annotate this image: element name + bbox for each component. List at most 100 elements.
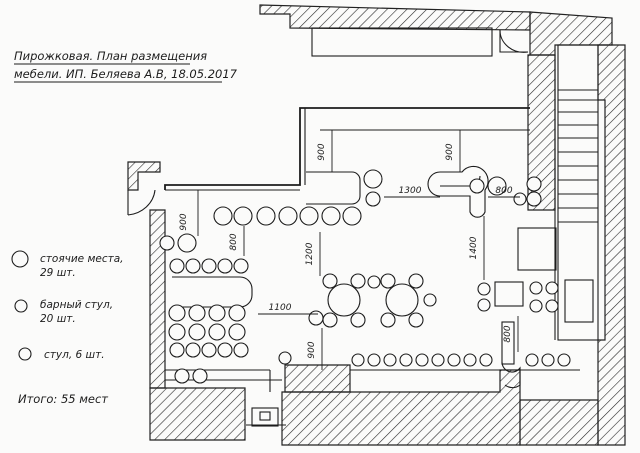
- seat: [322, 273, 338, 289]
- left-bar-island: [172, 276, 253, 308]
- legend-standing-line-1: стоячие места,: [40, 253, 124, 265]
- seat: [350, 312, 366, 328]
- seat: [201, 342, 217, 358]
- top-right-door: [499, 30, 528, 53]
- total-seats: Итого: 55 мест: [18, 392, 108, 406]
- seat: [299, 206, 319, 226]
- seat: [185, 342, 201, 358]
- dim-1100: 1100: [269, 303, 292, 313]
- seat: [383, 353, 397, 367]
- dim-800-left: 800: [229, 233, 239, 250]
- title-line-1: Пирожковая. План размещения: [14, 49, 207, 63]
- legend: стоячие места, 29 шт. барный стул, 20 шт…: [11, 250, 124, 406]
- seat: [447, 353, 461, 367]
- seat: [233, 342, 249, 358]
- seat: [174, 368, 190, 384]
- wall-far-right: [597, 44, 626, 446]
- left-door: [127, 189, 156, 216]
- seat: [192, 368, 208, 384]
- dim-900-top: 900: [317, 143, 327, 160]
- seat: [477, 298, 491, 312]
- table-circle: [385, 283, 419, 317]
- seat: [217, 342, 233, 358]
- seat: [169, 258, 185, 274]
- seat: [399, 353, 413, 367]
- wall-top: [259, 4, 531, 31]
- interior-outline: [164, 107, 530, 190]
- top-bar-counter: [306, 171, 361, 205]
- seat: [208, 323, 226, 341]
- seat: [526, 191, 542, 207]
- title-line-2: мебели. ИП. Беляева А.В, 18.05.2017: [14, 67, 238, 81]
- legend-standing-line-2: 29 шт.: [40, 267, 76, 279]
- seat: [168, 304, 186, 322]
- plan-title: Пирожковая. План размещения мебели. ИП. …: [14, 49, 238, 83]
- seat: [367, 353, 381, 367]
- dim-900-left: 900: [179, 213, 189, 230]
- dim-800-bottom-right: 800: [503, 325, 513, 342]
- dim-1200: 1200: [305, 242, 315, 265]
- seat: [380, 273, 396, 289]
- seat: [526, 176, 542, 192]
- seat: [228, 323, 246, 341]
- seat: [415, 353, 429, 367]
- legend-bar-stool-line-1: барный стул,: [40, 299, 113, 311]
- standing-place-circle-icon: [11, 250, 29, 268]
- seat: [278, 351, 292, 365]
- wall-bottom-right: [519, 399, 599, 446]
- seat: [408, 312, 424, 328]
- seat: [463, 353, 477, 367]
- wall-bottom-left: [149, 387, 246, 441]
- seat: [529, 299, 543, 313]
- interior-lines: [127, 27, 580, 427]
- dim-1300: 1300: [399, 186, 422, 196]
- seat: [363, 169, 383, 189]
- seat: [525, 353, 539, 367]
- seat: [545, 281, 559, 295]
- seat: [188, 304, 206, 322]
- seat: [228, 304, 246, 322]
- table-circle: [327, 283, 361, 317]
- seat: [322, 312, 338, 328]
- wall-left: [149, 209, 166, 389]
- seat: [188, 323, 206, 341]
- seat: [529, 281, 543, 295]
- seat: [365, 191, 381, 207]
- seat: [431, 353, 445, 367]
- legend-chair-line-1: стул, 6 шт.: [44, 349, 105, 361]
- seats: [159, 169, 571, 384]
- dim-1400: 1400: [469, 236, 479, 259]
- seat: [233, 258, 249, 274]
- dim-900-top-right: 900: [445, 143, 455, 160]
- bar-stool-circle-icon: [14, 299, 28, 313]
- seat: [342, 206, 362, 226]
- seat: [213, 206, 233, 226]
- seat: [487, 176, 507, 196]
- seat: [169, 342, 185, 358]
- seat: [479, 353, 493, 367]
- seat: [557, 353, 571, 367]
- seat: [168, 323, 186, 341]
- seat: [308, 310, 324, 326]
- seat: [469, 178, 485, 194]
- bottom-box: [251, 407, 279, 427]
- seat: [408, 273, 424, 289]
- seat: [423, 293, 437, 307]
- top-counter: [311, 27, 493, 57]
- seat: [177, 233, 197, 253]
- seat: [350, 273, 366, 289]
- dimension-lines: [197, 130, 520, 370]
- seat: [367, 275, 381, 289]
- seat: [208, 304, 226, 322]
- wall-inner-corner: [284, 364, 351, 393]
- seat: [185, 258, 201, 274]
- seat: [278, 206, 298, 226]
- seat: [159, 235, 175, 251]
- seat: [541, 353, 555, 367]
- seat: [513, 192, 527, 206]
- dim-900-bottom: 900: [307, 341, 317, 358]
- seat: [380, 312, 396, 328]
- seat: [477, 282, 491, 296]
- seat: [545, 299, 559, 313]
